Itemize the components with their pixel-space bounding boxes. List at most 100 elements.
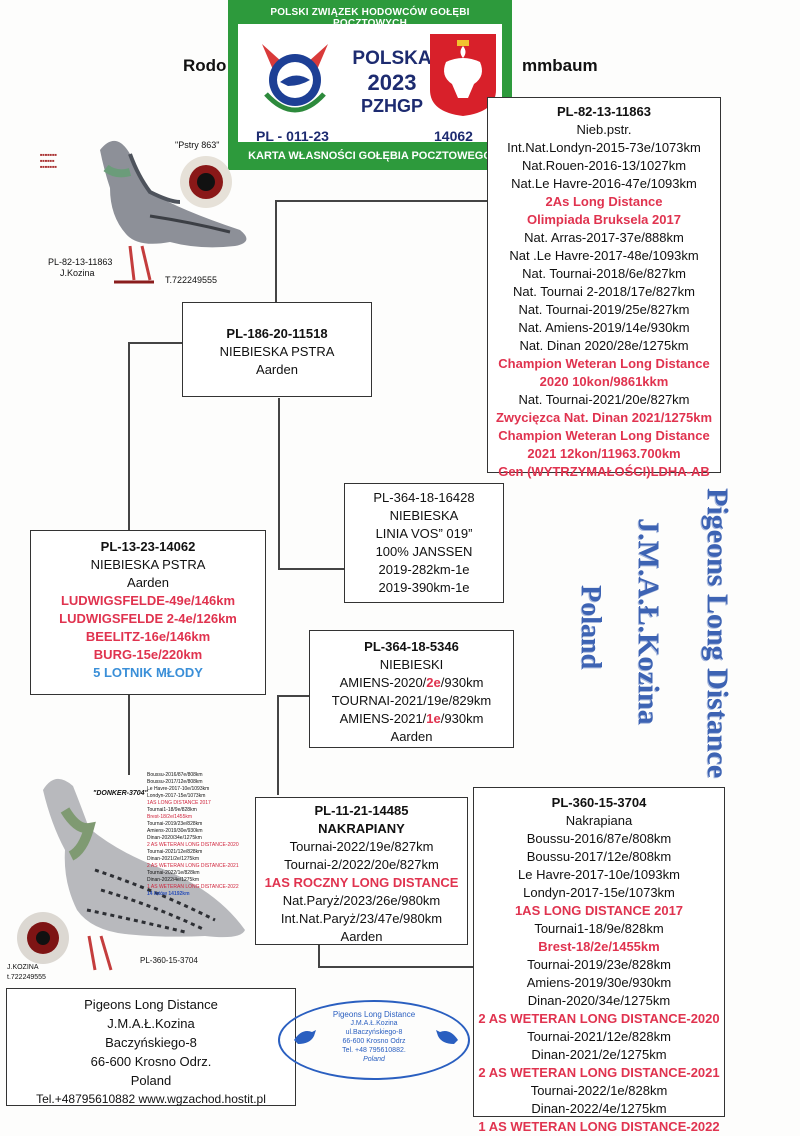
breeder: Aarden: [310, 728, 513, 746]
result-line: Champion Weteran Long Distance: [488, 427, 720, 445]
ring-number: PL-364-18-16428: [345, 489, 503, 507]
pigeon-top-notes: ■■■■■■■■■■■■■■■■■■■■: [40, 152, 96, 170]
contact-line: Baczyńskiego-8: [7, 1033, 295, 1052]
info-line: 100% JANSSEN: [345, 543, 503, 561]
result-line: Tournai1-18/9e/828km: [474, 920, 724, 938]
result-line: Nat. Tournai-2021/20e/827km: [488, 391, 720, 409]
connector: [278, 398, 280, 568]
pigeon-top-owner: J.Kozina: [60, 268, 95, 278]
header-left: Rodo: [183, 56, 226, 76]
card-bottom-text: KARTA WŁASNOŚCI GOŁĘBIA POCZTOWEGO: [232, 150, 508, 162]
pedigree-box-dam-sire: PL-364-18-5346 NIEBIESKI AMIENS-2020/2e/…: [309, 630, 514, 748]
color: Nakrapiana: [474, 812, 724, 830]
connector: [128, 342, 182, 344]
pedigree-box-sire-sire: PL-82-13-11863 Nieb.pstr. Int.Nat.Londyn…: [487, 97, 721, 473]
result-line: Tournai-2/2022/20e/827km: [256, 856, 467, 874]
connector: [318, 966, 473, 968]
result-line: Dinan-2022/4e/1275km: [474, 1100, 724, 1118]
result-line: Dinan-2020/34e/1275km: [474, 992, 724, 1010]
stamp-line: Pigeons Long Distance: [280, 1010, 468, 1019]
connector: [278, 568, 344, 570]
ring-number: PL-82-13-11863: [488, 103, 720, 121]
pigeon-top-tel: T.722249555: [165, 275, 217, 285]
result-line: Champion Weteran Long Distance: [488, 355, 720, 373]
ring-number: PL-11-21-14485: [256, 802, 467, 820]
result-line: 2021 12kon/11963.700km: [488, 445, 720, 463]
pigeon-left-icon: [292, 1026, 318, 1048]
result-line: 2As Long Distance: [488, 193, 720, 211]
contact-line: Tel.+48795610882 www.wgzachod.hostit.pl: [7, 1090, 295, 1109]
result-line: 2 AS WETERAN LONG DISTANCE-2021: [474, 1064, 724, 1082]
result-line: Olimpiada Bruksela 2017: [488, 211, 720, 229]
pigeon-bottom-tel: t.722249555: [7, 974, 46, 981]
card-year: 2023: [342, 70, 442, 96]
note-line: Boussu-2017/12e/808km: [147, 779, 275, 786]
result-line: Boussu-2016/87e/808km: [474, 830, 724, 848]
result-line: Tournai-2021/12e/828km: [474, 1028, 724, 1046]
result-line: Gen (WYTRZYMAŁOŚCI)LDHA-AB: [488, 463, 720, 481]
note-line: Boussu-2016/87e/808km: [147, 772, 275, 779]
ring-number: PL-360-15-3704: [474, 794, 724, 812]
result-line: Brest-18/2e/1455km: [474, 938, 724, 956]
pzhgp-logo-icon: [252, 34, 338, 126]
result-line: Tournai-2022/19e/827km: [256, 838, 467, 856]
color: NIEBIESKI: [310, 656, 513, 674]
breeder: Aarden: [256, 928, 467, 946]
vertical-name: J.M.A.Ł.Kozina: [631, 518, 665, 725]
result-line: LUDWIGSFELDE 2-4e/126km: [31, 610, 265, 628]
connector: [128, 695, 130, 775]
result-line: Nat.Le Havre-2016-47e/1093km: [488, 175, 720, 193]
info-line: 2019-282km-1e: [345, 561, 503, 579]
info-line: 2019-390km-1e: [345, 579, 503, 597]
pigeon-bottom-ring: PL-360-15-3704: [140, 956, 198, 965]
pigeon-bottom-owner: J.KOZINA: [7, 964, 39, 971]
contact-line: J.M.A.Ł.Kozina: [7, 1014, 295, 1033]
connector: [277, 695, 279, 795]
award-line: 1AS ROCZNY LONG DISTANCE: [256, 874, 467, 892]
card-body: POLSKA 2023 PZHGP PL - 011-23 14062: [238, 24, 502, 142]
info-line: LINIA VOS” 019”: [345, 525, 503, 543]
card-country: POLSKA: [342, 48, 442, 70]
ring-number: PL-186-20-11518: [183, 325, 371, 343]
breeder: Aarden: [31, 574, 265, 592]
result-line: BURG-15e/220km: [31, 646, 265, 664]
ring-number: PL-364-18-5346: [310, 638, 513, 656]
ownership-card: POLSKI ZWIĄZEK HODOWCÓW GOŁĘBI POCZTOWYC…: [228, 0, 512, 170]
color: NIEBIESKA PSTRA: [183, 343, 371, 361]
result-line: Nat. Dinan 2020/28e/1275km: [488, 337, 720, 355]
contact-box: Pigeons Long Distance J.M.A.Ł.Kozina Bac…: [6, 988, 296, 1106]
result-line: Int.Nat.Londyn-2015-73e/1073km: [488, 139, 720, 157]
pigeon-top-ring: PL-82-13-11863: [48, 257, 112, 267]
contact-line: 66-600 Krosno Odrz.: [7, 1052, 295, 1071]
header-right: mmbaum: [522, 56, 598, 76]
result-line: LUDWIGSFELDE-49e/146km: [31, 592, 265, 610]
pedigree-box-dam-dam: PL-360-15-3704 Nakrapiana Boussu-2016/87…: [473, 787, 725, 1117]
pigeon-bottom-name: "DONKER-3704": [93, 790, 148, 797]
result-line: 2 AS WETERAN LONG DISTANCE-2020: [474, 1010, 724, 1028]
result-line: Nat .Le Havre-2017-48e/1093km: [488, 247, 720, 265]
result-line: Nat.Rouen-2016-13/1027km: [488, 157, 720, 175]
result-line: Nat. Tournai 2-2018/17e/827km: [488, 283, 720, 301]
award-line: 5 LOTNIK MŁODY: [31, 664, 265, 682]
result-line: Nat. Tournai-2018/6e/827km: [488, 265, 720, 283]
pigeon-right-icon: [434, 1026, 460, 1048]
connector: [128, 342, 130, 530]
pedigree-box-dam: PL-11-21-14485 NAKRAPIANY Tournai-2022/1…: [255, 797, 468, 945]
stamp-line: Poland: [280, 1055, 468, 1064]
result-line: Nat.Paryż/2023/26e/980km: [256, 892, 467, 910]
result-line: Nat. Amiens-2019/14e/930km: [488, 319, 720, 337]
result-line: Boussu-2017/12e/808km: [474, 848, 724, 866]
connector: [277, 695, 309, 697]
result-line: Tournai-2022/1e/828km: [474, 1082, 724, 1100]
info-line: NIEBIESKA: [345, 507, 503, 525]
result-line: Le Havre-2017-10e/1093km: [474, 866, 724, 884]
result-line: Tournai-2019/23e/828km: [474, 956, 724, 974]
result-line: Int.Nat.Paryż/23/47e/980km: [256, 910, 467, 928]
result-line: TOURNAI-2021/19e/829km: [310, 692, 513, 710]
pigeon-photo-top: ■■■■■■■■■■■■■■■■■■■■ "Pstry 863" PL-82-1…: [30, 130, 265, 290]
pedigree-box-sire-dam: PL-364-18-16428 NIEBIESKA LINIA VOS” 019…: [344, 483, 504, 603]
result-line: Nat. Arras-2017-37e/888km: [488, 229, 720, 247]
pedigree-box-subject: PL-13-23-14062 NIEBIESKA PSTRA Aarden LU…: [30, 530, 266, 695]
ring-number: PL-13-23-14062: [31, 538, 265, 556]
